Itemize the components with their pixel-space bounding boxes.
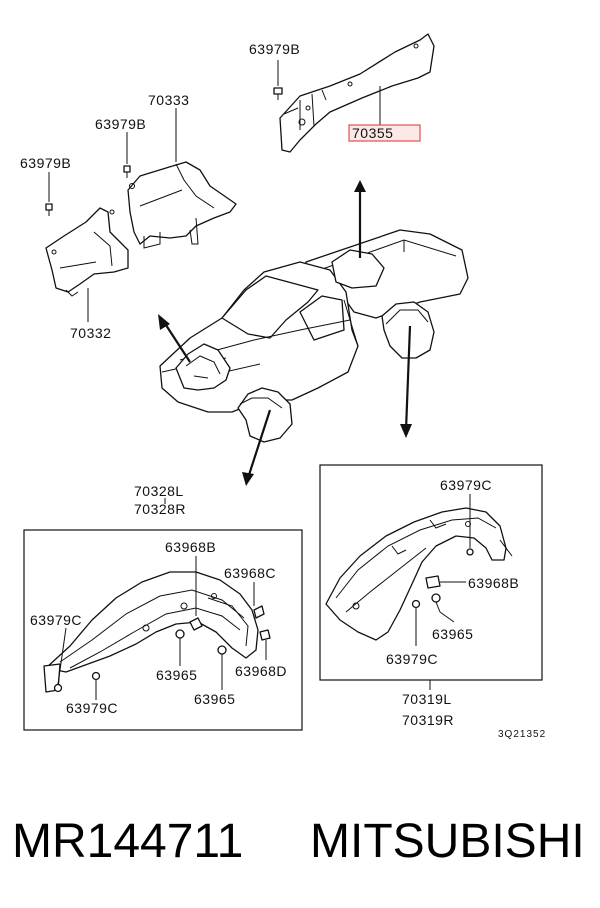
clip-icon <box>253 605 265 619</box>
label-63968b-rear: 63968B <box>468 575 519 591</box>
front-fender-liner <box>43 571 259 693</box>
drawing-code: 3Q21352 <box>498 729 546 740</box>
clip-icon <box>273 87 283 100</box>
clip-icon <box>123 165 131 178</box>
rear-liner-box <box>319 464 543 681</box>
label-63979b-left: 63979B <box>20 155 71 171</box>
label-63979c-front-bottom: 63979C <box>66 700 118 716</box>
screw-icon <box>53 683 63 693</box>
label-63979b-top: 63979B <box>249 41 300 57</box>
screw-icon <box>411 599 421 609</box>
callout-arrow <box>354 180 366 258</box>
bolt-icon <box>175 629 185 650</box>
label-70319r: 70319R <box>402 712 454 728</box>
label-63979c-rear-bottom: 63979C <box>386 651 438 667</box>
callout-arrow <box>400 325 412 438</box>
label-63965-front-a: 63965 <box>156 667 197 683</box>
callout-arrow <box>242 409 272 486</box>
splash-shield-70332 <box>45 207 129 297</box>
label-63968b-front: 63968B <box>165 539 216 555</box>
bolt-icon <box>217 645 227 664</box>
pickup-truck-illustration <box>159 229 469 443</box>
label-63979c-rear-top: 63979C <box>440 477 492 493</box>
clip-icon <box>425 575 441 589</box>
splash-shield-70355 <box>279 33 435 153</box>
label-70355: 70355 <box>352 125 393 141</box>
clip-icon <box>189 617 203 631</box>
highlight-box-70355 <box>348 124 421 142</box>
part-number: MR144711 <box>12 815 243 868</box>
brand-name: MITSUBISHI <box>310 815 585 868</box>
callout-arrow <box>158 314 191 363</box>
label-70332: 70332 <box>70 325 111 341</box>
clip-icon <box>259 629 271 641</box>
label-63965-front-b: 63965 <box>194 691 235 707</box>
splash-shield-70333 <box>127 161 237 249</box>
label-70319l: 70319L <box>402 691 452 707</box>
bolt-icon <box>431 593 441 613</box>
label-70328l: 70328L <box>134 483 184 499</box>
label-63968d: 63968D <box>235 663 287 679</box>
clip-icon <box>45 203 53 216</box>
label-63979b-mid: 63979B <box>95 116 146 132</box>
label-63979c-front: 63979C <box>30 612 82 628</box>
label-70333: 70333 <box>148 92 189 108</box>
front-liner-box <box>23 529 303 731</box>
rear-fender-liner <box>325 507 513 641</box>
label-63965-rear: 63965 <box>432 626 473 642</box>
screw-icon <box>91 671 101 681</box>
label-63968c: 63968C <box>224 565 276 581</box>
screw-icon <box>466 548 474 556</box>
label-70328r: 70328R <box>134 501 186 517</box>
